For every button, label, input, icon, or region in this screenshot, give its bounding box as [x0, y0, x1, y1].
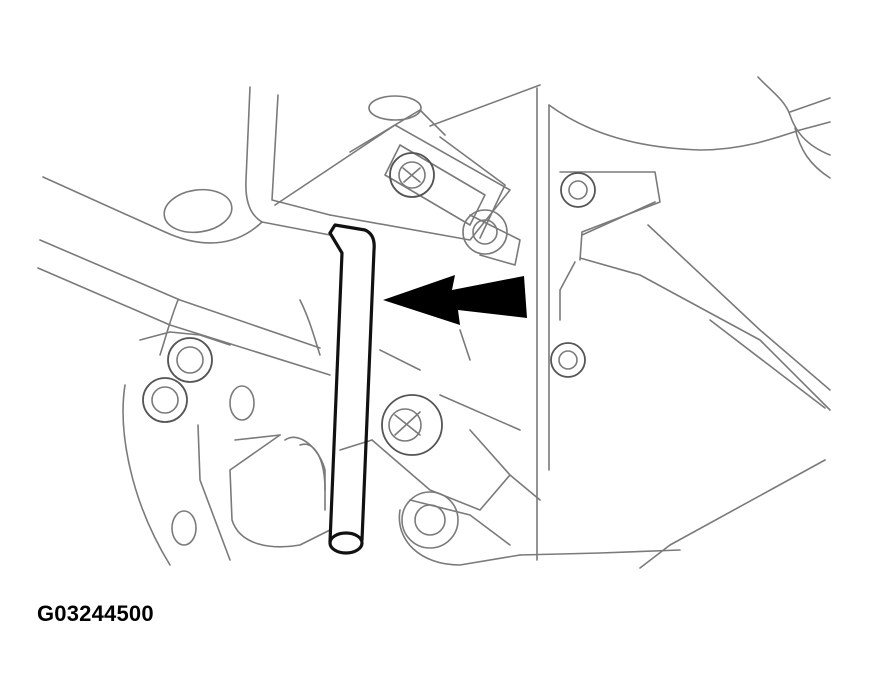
upper-bracket	[274, 84, 541, 266]
right-upper-features	[548, 76, 831, 179]
left-panel-lines	[37, 176, 331, 376]
l-shaped-tool	[328, 223, 376, 555]
lower-left-housing	[122, 331, 331, 566]
lower-center-fitting	[299, 299, 541, 566]
vertical-pipe	[163, 86, 331, 236]
frame-rails	[519, 87, 681, 561]
figure-code: G03244500	[37, 601, 154, 626]
arrow-left-icon	[383, 275, 527, 325]
right-lower-features	[550, 319, 826, 569]
right-bracket	[559, 171, 831, 411]
